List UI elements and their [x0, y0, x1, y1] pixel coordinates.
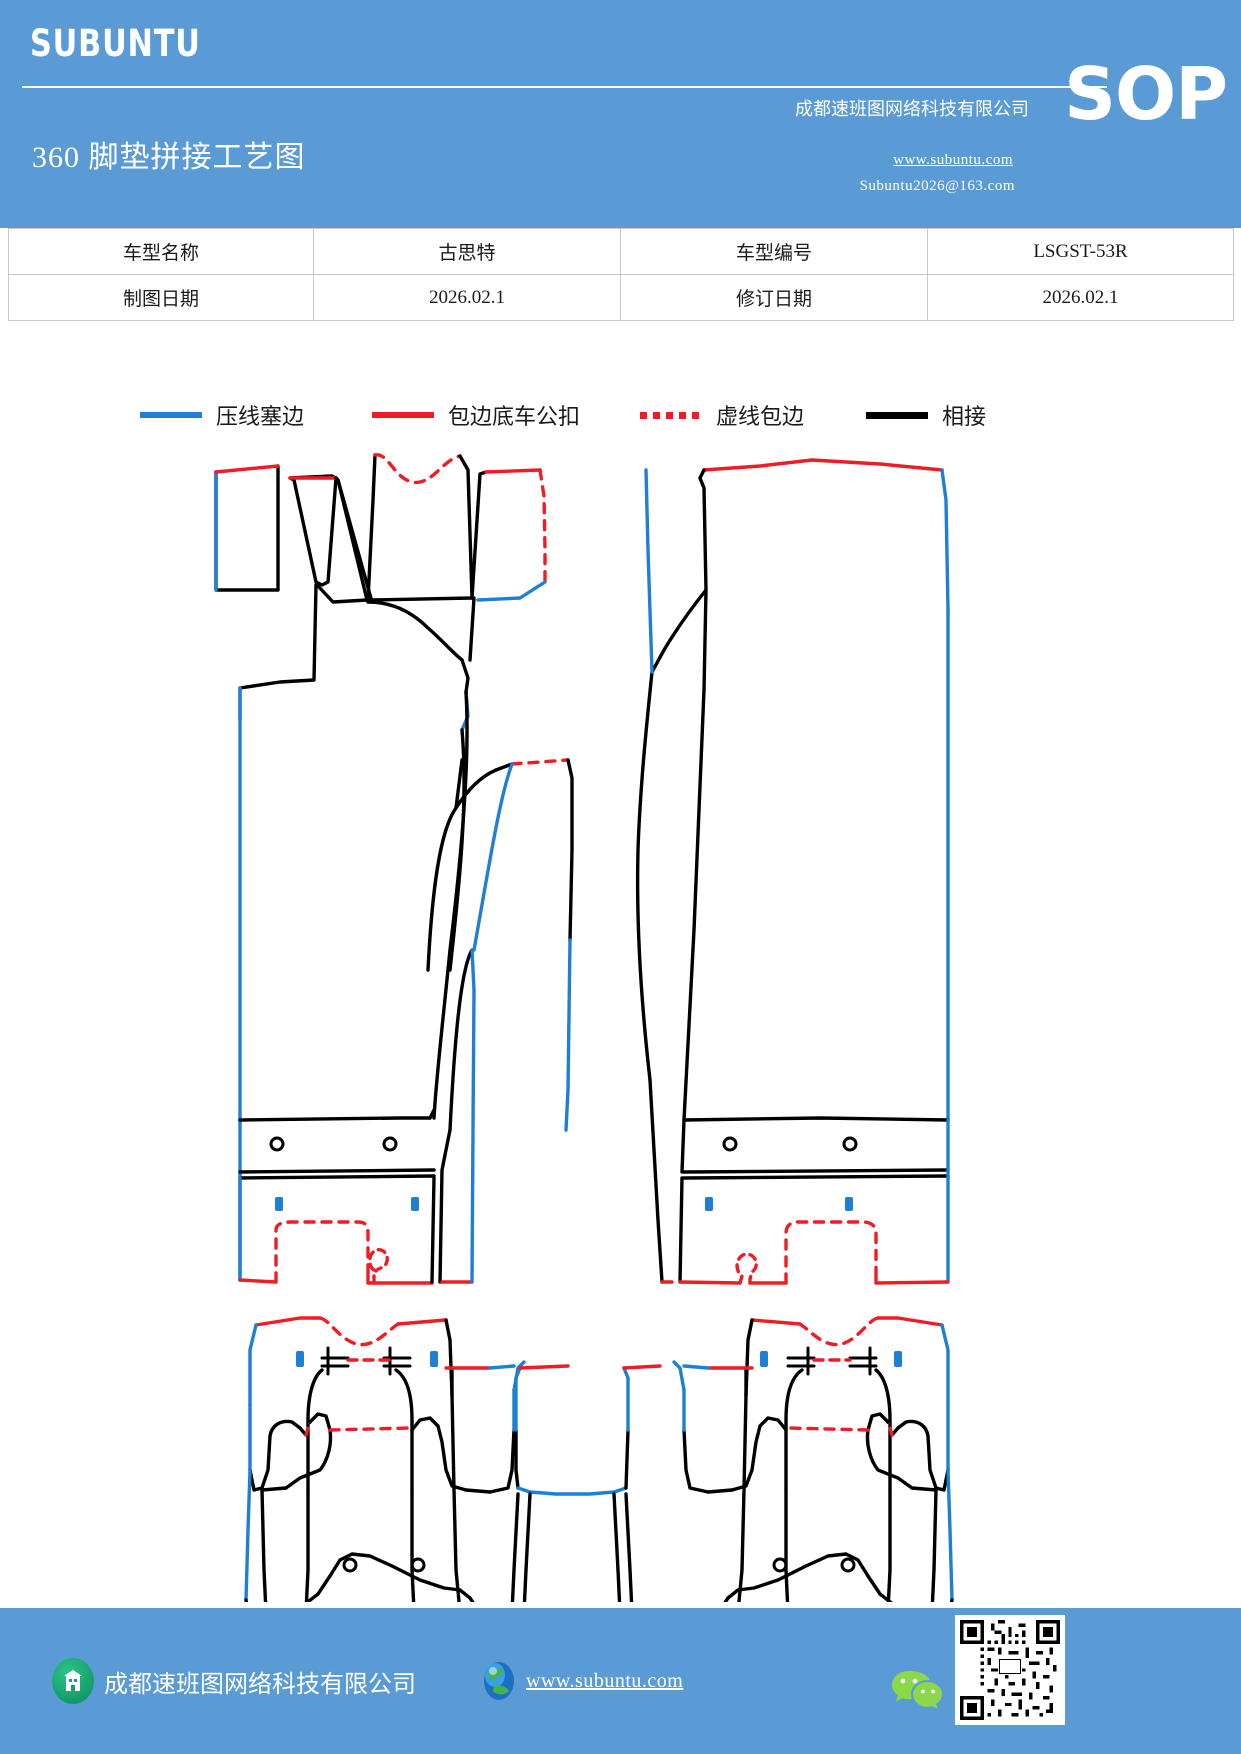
floor-mat-pattern-drawing	[0, 430, 1241, 1602]
legend-item-binding-hook: 包边底车公扣	[372, 399, 580, 431]
legend: 压线塞边 包边底车公扣 虚线包边 相接	[0, 392, 1241, 438]
footer-company-name: 成都速班图网络科技有限公司	[104, 1671, 416, 1698]
legend-label: 相接	[942, 404, 987, 429]
footer-website-block[interactable]: www.subuntu.com	[480, 1660, 683, 1702]
vehicle-info-table: 车型名称 古思特 车型编号 LSGST-53R 制图日期 2026.02.1 修…	[8, 228, 1234, 321]
footer-website-link[interactable]: www.subuntu.com	[526, 1669, 684, 1692]
legend-label: 虚线包边	[716, 404, 805, 429]
legend-swatch-red-dashed-line-icon	[640, 411, 703, 419]
cell-model-code-label: 车型编号	[620, 228, 928, 275]
cell-draw-date-value: 2026.02.1	[313, 274, 621, 321]
globe-icon	[480, 1660, 518, 1702]
legend-label: 包边底车公扣	[448, 404, 581, 429]
legend-swatch-blue-line-icon	[140, 412, 202, 418]
header-divider	[22, 86, 1107, 88]
table-row: 制图日期 2026.02.1 修订日期 2026.02.1	[8, 274, 1234, 321]
header-website-link[interactable]: www.subuntu.com	[893, 152, 1013, 168]
legend-item-press-edge: 压线塞边	[140, 399, 304, 431]
cell-model-name-value: 古思特	[313, 228, 621, 275]
cell-model-name-label: 车型名称	[8, 228, 314, 275]
cell-revision-date-label: 修订日期	[620, 274, 928, 321]
pattern-svg	[214, 453, 954, 1602]
legend-item-dashed-binding: 虚线包边	[640, 399, 804, 431]
qr-code	[955, 1615, 1065, 1725]
legend-swatch-red-line-icon	[372, 412, 435, 418]
header-company-name: 成都速班图网络科技有限公司	[795, 99, 1029, 119]
legend-swatch-black-line-icon	[866, 411, 929, 419]
legend-item-joint: 相接	[866, 399, 986, 431]
page-title: 360 脚垫拼接工艺图	[32, 141, 306, 174]
cell-revision-date-value: 2026.02.1	[927, 274, 1234, 321]
brand-logo-text: SUBUNTU	[30, 22, 201, 65]
footer-company-block: 成都速班图网络科技有限公司	[52, 1658, 416, 1704]
document-header: SUBUNTU 360 脚垫拼接工艺图 成都速班图网络科技有限公司 www.su…	[0, 0, 1241, 228]
table-row: 车型名称 古思特 车型编号 LSGST-53R	[8, 228, 1234, 275]
sop-badge: SOP	[1064, 52, 1228, 136]
cell-model-code-value: LSGST-53R	[927, 228, 1234, 275]
legend-label: 压线塞边	[216, 404, 305, 429]
header-email-text: Subuntu2026@163.com	[859, 178, 1015, 194]
cell-draw-date-label: 制图日期	[8, 274, 314, 321]
building-icon	[52, 1658, 94, 1704]
wechat-icon	[890, 1668, 944, 1712]
